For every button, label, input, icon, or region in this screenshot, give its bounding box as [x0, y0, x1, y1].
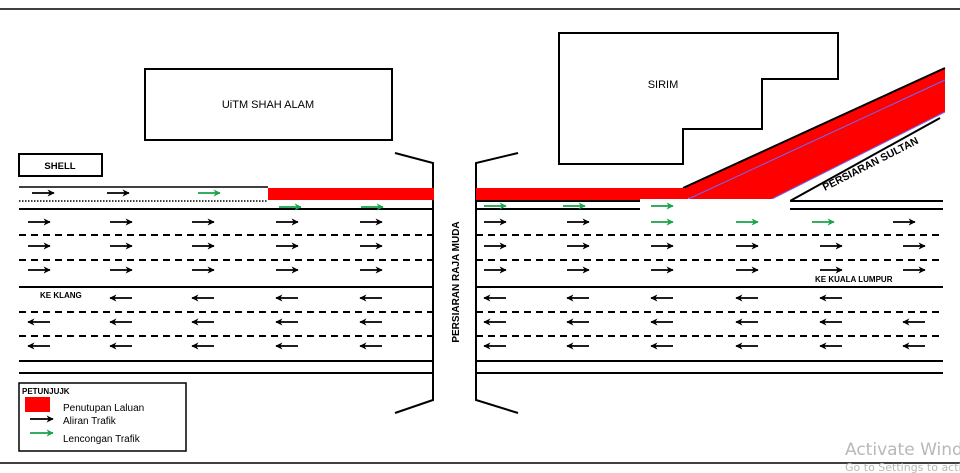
ke-kl-label: KE KUALA LUMPUR	[815, 275, 893, 284]
raja-muda-label: PERSIARAN RAJA MUDA	[451, 221, 462, 342]
uitm-label: UiTM SHAH ALAM	[222, 99, 314, 111]
raja-muda-road	[394, 152, 519, 414]
closure-left	[268, 188, 434, 200]
shell-label: SHELL	[44, 161, 75, 172]
ke-klang-label: KE KLANG	[40, 291, 82, 300]
legend-diversion-label: Lencongan Trafik	[63, 434, 141, 445]
closure-right	[476, 188, 688, 200]
traffic-arrows	[27, 189, 926, 350]
sirim-label: SIRIM	[648, 79, 679, 91]
legend-flow-label: Aliran Trafik	[63, 416, 117, 427]
shell-station: SHELL	[18, 153, 103, 177]
sirim-building: SIRIM	[558, 32, 839, 165]
persiaran-sultan-road	[682, 67, 946, 202]
watermark-title: Activate Windows	[845, 440, 960, 460]
legend-closure-label: Penutupan Laluan	[63, 403, 144, 414]
watermark-subtitle: Go to Settings to activate Windows.	[845, 461, 960, 473]
legend-title: PETUNJUJK	[22, 387, 70, 396]
legend-closure-swatch	[25, 397, 50, 412]
uitm-building: UiTM SHAH ALAM	[144, 68, 393, 141]
lane-lines	[19, 186, 943, 374]
legend: PETUNJUJK Penutupan Laluan Aliran Trafik…	[18, 382, 187, 452]
